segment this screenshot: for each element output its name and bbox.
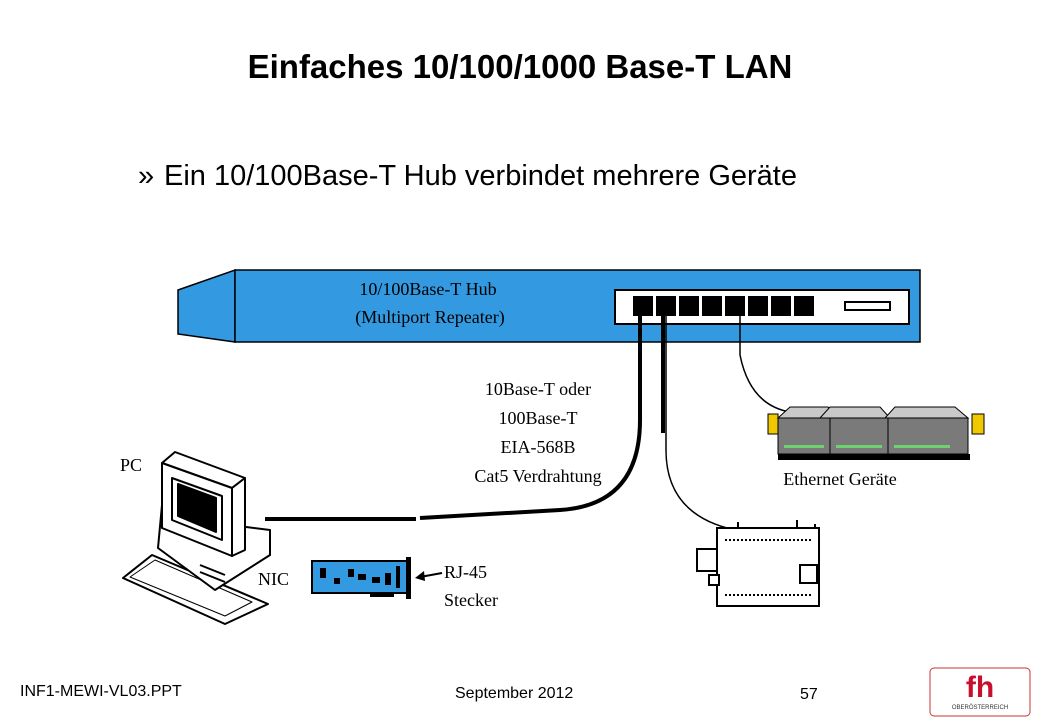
nic-bracket (406, 557, 411, 599)
chip (320, 568, 326, 578)
fh-logo: fh OBERÖSTERREICH (929, 667, 1031, 717)
ethernet-devices-label: Ethernet Geräte (783, 469, 896, 489)
cable-spec-line4: Cat5 Verdrahtung (474, 466, 601, 486)
plc-left-tab (708, 574, 720, 586)
port (679, 296, 699, 316)
led-strip (894, 445, 950, 448)
din-clip-left (767, 413, 779, 435)
chip (358, 574, 366, 580)
cables (265, 316, 791, 531)
footer-date: September 2012 (455, 685, 574, 702)
chip (372, 577, 380, 583)
module-top (818, 406, 892, 419)
page-number: 57 (800, 686, 818, 703)
plc-device-icon (696, 520, 820, 607)
logo-frame (929, 667, 1031, 717)
hub: 10/100Base-T Hub (Multiport Repeater) (177, 268, 921, 343)
nic-card-icon (311, 557, 411, 599)
uplink-slot (844, 301, 891, 311)
rj45-label-line1: RJ-45 (444, 562, 487, 582)
monitor-side (231, 477, 246, 557)
rj45-label-line2: Stecker (444, 590, 498, 610)
keyboard (122, 554, 269, 625)
chip (396, 566, 400, 588)
bullet-marker: » (138, 160, 155, 192)
modules-front (777, 417, 969, 455)
logo-mark: fh (966, 671, 994, 704)
drive-slot (199, 571, 226, 583)
drive-slot (199, 564, 226, 576)
slide-title: Einfaches 10/100/1000 Base-T LAN (247, 48, 793, 85)
monitor-screen-inner (177, 483, 217, 533)
keyboard-keys (129, 559, 253, 617)
modules-base (778, 454, 970, 460)
cable-spec-line1: 10Base-T oder (485, 379, 591, 399)
ethernet-devices-icon (767, 406, 985, 460)
chip (334, 578, 340, 584)
port (771, 296, 791, 316)
hub-side-panel (177, 268, 236, 343)
plc-left-connector (696, 548, 718, 572)
cable-to-ethernet-devices (739, 316, 791, 413)
port (656, 296, 676, 316)
bullet-item: » Ein 10/100Base-T Hub verbindet mehrere … (138, 160, 797, 193)
hub-label-line1: 10/100Base-T Hub (359, 279, 496, 299)
din-clip-right (971, 413, 985, 435)
nic-label: NIC (258, 569, 289, 589)
logo-subtext: OBERÖSTERREICH (952, 704, 1008, 711)
edge-connector (370, 593, 394, 597)
led-strip (836, 445, 882, 448)
chip (385, 573, 391, 585)
port (794, 296, 814, 316)
port (702, 296, 722, 316)
rj45-arrowhead (415, 571, 425, 581)
pc-icon (122, 451, 271, 625)
cable-to-pc (419, 316, 642, 520)
cable-spec-line3: EIA-568B (501, 437, 576, 457)
footer-filename: INF1-MEWI-VL03.PPT (20, 683, 182, 700)
chip (348, 569, 354, 577)
rj45-ports (633, 296, 814, 316)
port (725, 296, 745, 316)
pc-label: PC (120, 455, 142, 475)
cable-to-plc (665, 316, 736, 531)
module-top (883, 406, 970, 419)
plc-right-connector (799, 564, 818, 584)
cable-spec-line2: 100Base-T (499, 408, 578, 428)
port (748, 296, 768, 316)
hub-label-line2: (Multiport Repeater) (355, 307, 504, 328)
led-strip (784, 445, 824, 448)
port (633, 296, 653, 316)
bullet-text: Ein 10/100Base-T Hub verbindet mehrere G… (164, 160, 797, 192)
